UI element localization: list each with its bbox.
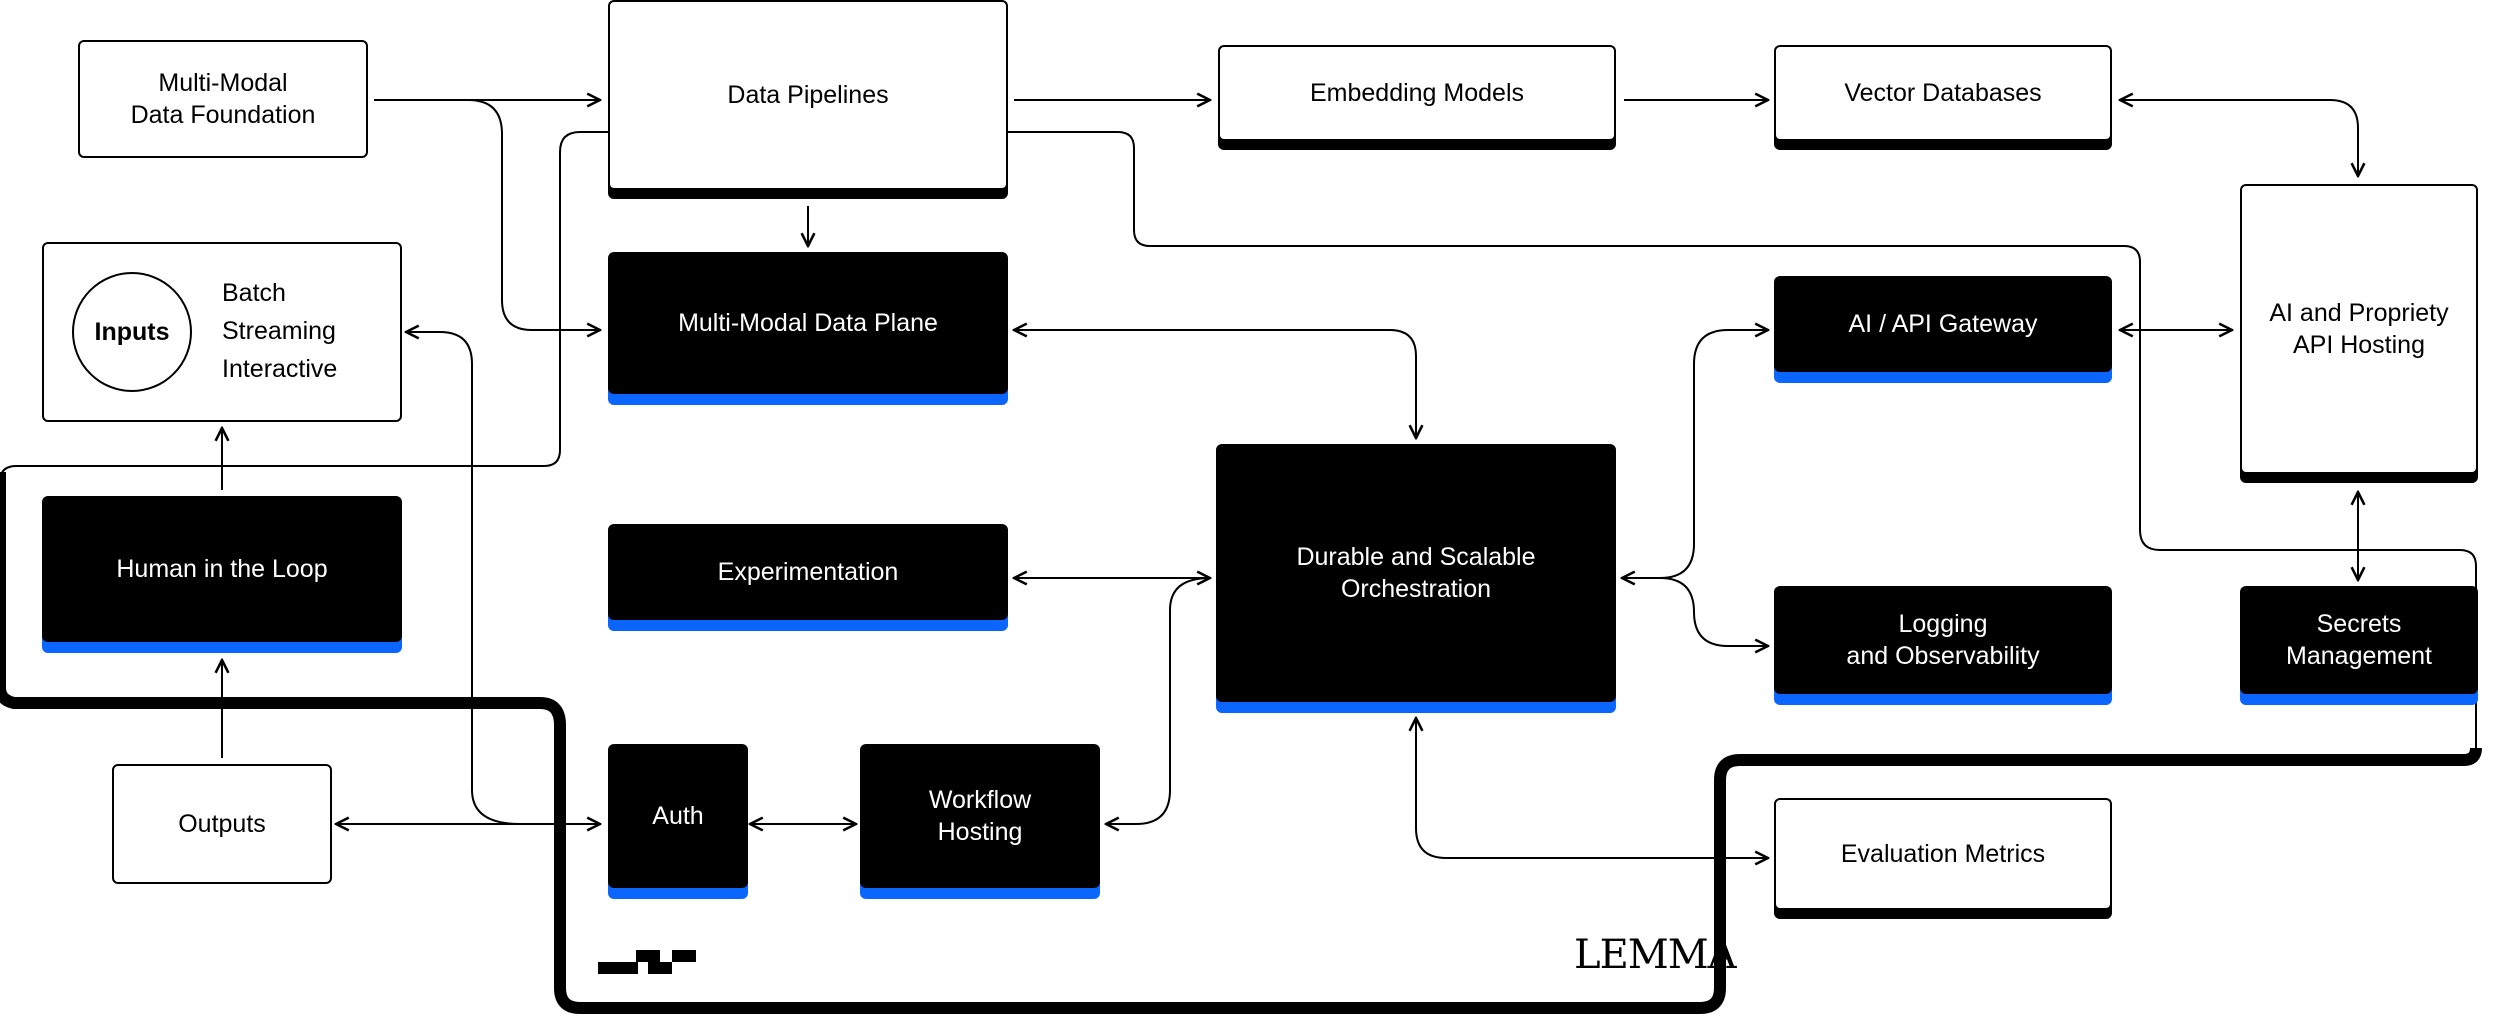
edge-orchestration-evaluation	[1416, 718, 1768, 858]
node-experimentation[interactable]: Experimentation	[608, 524, 1008, 620]
node-logging-observability[interactable]: Logging and Observability	[1774, 586, 2112, 694]
node-evaluation-metrics[interactable]: Evaluation Metrics	[1774, 798, 2112, 910]
node-vector-databases[interactable]: Vector Databases	[1774, 45, 2112, 141]
inputs-circle: Inputs	[72, 272, 192, 392]
brand-wordmark: LEMMA	[1574, 932, 1737, 978]
input-type-interactive: Interactive	[222, 355, 338, 383]
boundary-left-outline	[0, 131, 608, 483]
node-outputs[interactable]: Outputs	[112, 764, 332, 884]
edge-dataplane-orchestration	[1014, 330, 1416, 438]
edge-orchestration-gateway	[1622, 330, 1768, 578]
boundary-top-outline	[1008, 131, 2477, 748]
input-type-batch: Batch	[222, 279, 286, 307]
node-durable-scalable-orchestration[interactable]: Durable and Scalable Orchestration	[1216, 444, 1616, 702]
node-workflow-hosting[interactable]: Workflow Hosting	[860, 744, 1100, 888]
node-auth[interactable]: Auth	[608, 744, 748, 888]
edge-vector-aihosting	[2120, 100, 2358, 176]
edge-foundation-dataplane	[467, 99, 600, 330]
node-ai-propriety-api-hosting[interactable]: AI and Propriety API Hosting	[2240, 184, 2478, 474]
node-embedding-models[interactable]: Embedding Models	[1218, 45, 1616, 141]
node-multi-modal-data-foundation[interactable]: Multi-Modal Data Foundation	[78, 40, 368, 158]
edge-orchestration-logging	[1659, 577, 1768, 646]
node-data-pipelines[interactable]: Data Pipelines	[608, 0, 1008, 190]
edge-workflow-orchestration	[1106, 577, 1211, 824]
inputs-types-list: Batch Streaming Interactive	[222, 274, 337, 388]
edge-auth-inputs	[406, 332, 521, 825]
pixel-logo	[598, 950, 696, 974]
input-type-streaming: Streaming	[222, 317, 336, 345]
node-secrets-management[interactable]: Secrets Management	[2240, 586, 2478, 694]
node-multi-modal-data-plane[interactable]: Multi-Modal Data Plane	[608, 252, 1008, 394]
node-human-in-the-loop[interactable]: Human in the Loop	[42, 496, 402, 642]
node-ai-api-gateway[interactable]: AI / API Gateway	[1774, 276, 2112, 372]
